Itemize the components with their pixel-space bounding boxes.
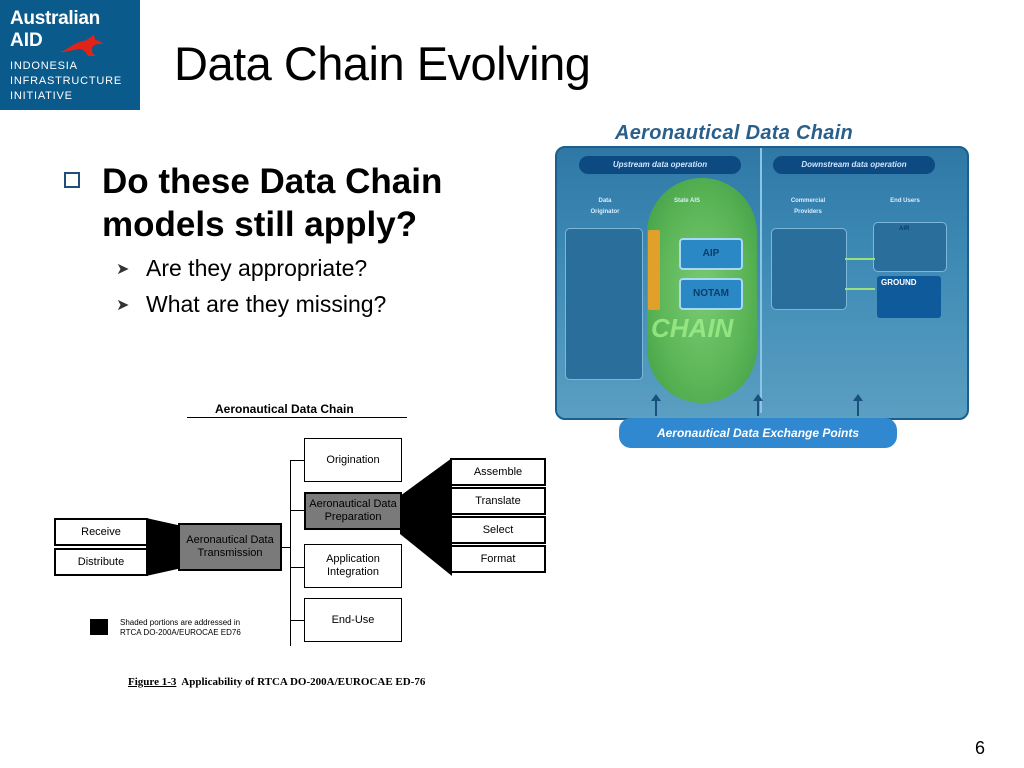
orange-bar (648, 230, 660, 310)
translate-box: Translate (450, 487, 546, 515)
legend-line-1: Shaded portions are addressed in (120, 618, 241, 627)
logo-line-indonesia: INDONESIA (10, 60, 78, 72)
green-connector (845, 258, 875, 260)
arrow-bullet-icon: ➤ (116, 261, 130, 278)
left-wedge (146, 518, 182, 576)
bw-diagram-title: Aeronautical Data Chain (215, 402, 354, 416)
slide-title: Data Chain Evolving (174, 37, 591, 90)
green-connector (845, 288, 875, 290)
origination-box: Origination (304, 438, 402, 482)
logo-line-aid: AID (10, 30, 43, 51)
caption-figure-number: Figure 1-3 (128, 676, 177, 688)
sub-bullet-text-1: Are they appropriate? (146, 255, 368, 281)
up-arrow (651, 394, 661, 416)
assemble-box: Assemble (450, 458, 546, 486)
air-box (873, 222, 947, 272)
page-number: 6 (975, 738, 986, 758)
blue-data-chain-diagram: Aeronautical Data Chain Upstream data op… (555, 118, 973, 458)
checkbox-bullet-icon (64, 172, 80, 188)
connector (290, 460, 291, 646)
preparation-box: Aeronautical Data Preparation (304, 492, 402, 530)
up-arrow (753, 394, 763, 416)
main-bullet-text: Do these Data Chain models still apply? (102, 162, 443, 244)
exchange-points-bar: Aeronautical Data Exchange Points (619, 418, 897, 448)
col-data-originator: Data Originator (590, 198, 620, 215)
arrow-bullet-icon: ➤ (116, 297, 130, 314)
aip-box: AIP (679, 238, 743, 270)
blue-diagram-title: Aeronautical Data Chain (615, 122, 854, 144)
commercial-box (771, 228, 847, 310)
ground-box: GROUND (877, 276, 941, 318)
originator-box (565, 228, 643, 380)
connector (290, 567, 304, 568)
connector (290, 620, 304, 621)
bw-data-chain-diagram: Aeronautical Data Chain Receive Distribu… (50, 398, 550, 698)
ground-label: GROUND (881, 278, 917, 287)
figure-caption: Figure 1-3 Applicability of RTCA DO-200A… (128, 676, 425, 688)
chain-label: CHAIN (651, 313, 734, 343)
legend-swatch (90, 619, 108, 635)
divider (760, 148, 762, 413)
application-box: Application Integration (304, 544, 402, 588)
upstream-label: Upstream data operation (579, 156, 741, 174)
col-end-users: End Users (890, 198, 920, 204)
logo-line-infrastructure: INFRASTRUCTURE (10, 75, 123, 87)
right-wedge (400, 458, 452, 576)
downstream-label: Downstream data operation (773, 156, 935, 174)
col-commercial-providers: Commercial Providers (790, 198, 826, 215)
sub-bullet-text-2: What are they missing? (146, 291, 387, 317)
up-arrow (853, 394, 863, 416)
enduse-box: End-Use (304, 598, 402, 642)
logo-line-initiative: INITIATIVE (10, 90, 73, 102)
format-box: Format (450, 545, 546, 573)
kangaroo-icon (60, 35, 103, 56)
logo-line-australian: Australian (10, 8, 100, 29)
legend-line-2: RTCA DO-200A/EUROCAE ED76 (120, 628, 241, 637)
select-box: Select (450, 516, 546, 544)
legend-text: Shaded portions are addressed in RTCA DO… (120, 618, 241, 638)
notam-box: NOTAM (679, 278, 743, 310)
col-state-ais: State AIS (673, 198, 701, 204)
connector (290, 460, 304, 461)
connector (282, 547, 290, 548)
transmission-box: Aeronautical Data Transmission (178, 523, 282, 571)
connector (290, 510, 304, 511)
distribute-box: Distribute (54, 548, 148, 576)
receive-box: Receive (54, 518, 148, 546)
air-label: AIR (899, 226, 910, 232)
logo-subtitle: INDONESIA INFRASTRUCTURE INITIATIVE (10, 59, 122, 104)
caption-text: Applicability of RTCA DO-200A/EUROCAE ED… (181, 676, 426, 688)
title-underline (187, 417, 407, 418)
australian-aid-logo: Australian AID INDONESIA INFRASTRUCTURE … (0, 0, 140, 110)
